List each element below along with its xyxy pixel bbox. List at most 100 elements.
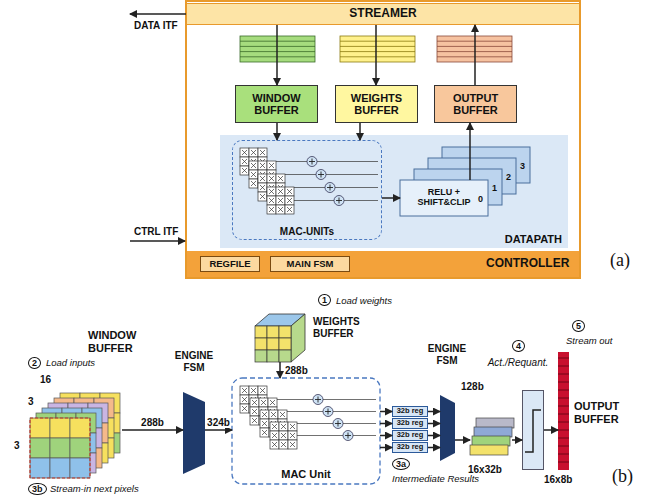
stroke [281, 442, 286, 447]
annotation: Stream-in next pixels [50, 484, 139, 495]
stroke [297, 435, 343, 436]
connector [428, 447, 440, 449]
connector [469, 123, 471, 180]
stroke [260, 185, 265, 190]
stroke [348, 433, 349, 439]
step-function [525, 410, 541, 452]
block: STREAMER [186, 3, 580, 25]
block-label: STREAMER [349, 7, 416, 20]
stroke [262, 412, 267, 417]
stroke [250, 416, 259, 425]
stroke [353, 435, 376, 436]
stroke [50, 418, 70, 438]
stroke [258, 174, 267, 183]
stroke [270, 400, 275, 405]
stroke [242, 388, 247, 393]
annotation: 3 [28, 396, 34, 408]
connector [455, 439, 470, 441]
annotation: 16 [40, 374, 51, 386]
mac-array [240, 386, 376, 449]
annotation: 3 [14, 440, 20, 452]
stroke [260, 176, 265, 181]
stroke [267, 196, 276, 205]
stroke [267, 338, 279, 350]
stroke [50, 458, 70, 478]
stroke [260, 185, 265, 190]
connector [428, 423, 440, 425]
stroke [281, 433, 286, 438]
stroke [30, 418, 50, 438]
stroke [285, 196, 294, 205]
stroke [278, 207, 283, 212]
stroke [333, 419, 343, 429]
stroke [290, 424, 295, 429]
stroke [558, 422, 569, 423]
stroke [240, 404, 249, 413]
block-label: 32b reg [397, 419, 424, 427]
stroke [252, 418, 257, 423]
stroke [343, 423, 376, 424]
bus-width: 288b [284, 365, 309, 376]
block-label: 32b reg [397, 443, 424, 451]
stroke [558, 366, 569, 367]
stroke [278, 207, 283, 212]
stroke [250, 407, 259, 416]
stroke [240, 166, 249, 175]
stroke [307, 157, 317, 167]
connector [474, 25, 476, 85]
stroke [340, 36, 415, 62]
stroke [260, 410, 269, 419]
stroke [271, 412, 276, 417]
stroke [260, 388, 265, 393]
stroke [328, 409, 329, 415]
stroke [258, 386, 267, 395]
stroke [558, 454, 569, 455]
connector [279, 362, 281, 378]
connector [359, 123, 361, 140]
stroke [330, 185, 331, 191]
stroke [400, 180, 488, 216]
stroke [280, 412, 285, 417]
stroke [339, 198, 340, 204]
stroke [278, 189, 283, 194]
annotation: Load weights [336, 296, 392, 307]
data-itf-arrow [130, 13, 186, 15]
stroke [558, 462, 569, 463]
connector [382, 197, 400, 199]
callout-number: 5 [572, 320, 585, 332]
stroke [251, 181, 256, 186]
annotation: (b) [612, 466, 633, 487]
stroke [255, 338, 267, 350]
stroke [343, 431, 353, 441]
stroke [249, 170, 258, 179]
block: 32b reg [392, 406, 428, 417]
stroke [270, 400, 275, 405]
engine-fsm-mux [183, 392, 205, 474]
stroke [278, 410, 287, 419]
stroke [326, 174, 378, 175]
engine-fsm-mux [440, 395, 455, 461]
block: WINDOW BUFFER [235, 85, 318, 123]
stroke [269, 176, 274, 181]
stroke [242, 397, 247, 402]
stroke [558, 430, 569, 431]
stroke [260, 194, 265, 199]
stroke [279, 422, 288, 431]
stroke [281, 442, 286, 447]
stroke [240, 157, 249, 166]
stroke [290, 442, 295, 447]
stroke [251, 172, 256, 177]
stroke [242, 168, 247, 173]
callout-number: 1 [318, 294, 331, 306]
block-label: WINDOW BUFFER [236, 92, 317, 116]
stroke [269, 198, 274, 203]
bus-width: 324b [206, 417, 231, 428]
stroke [472, 436, 510, 446]
stroke [279, 350, 291, 362]
stroke [251, 388, 256, 393]
connector [380, 411, 392, 413]
stroke [269, 163, 274, 168]
stroke [242, 150, 247, 155]
connector [276, 25, 278, 85]
block: REGFILE [200, 256, 260, 272]
